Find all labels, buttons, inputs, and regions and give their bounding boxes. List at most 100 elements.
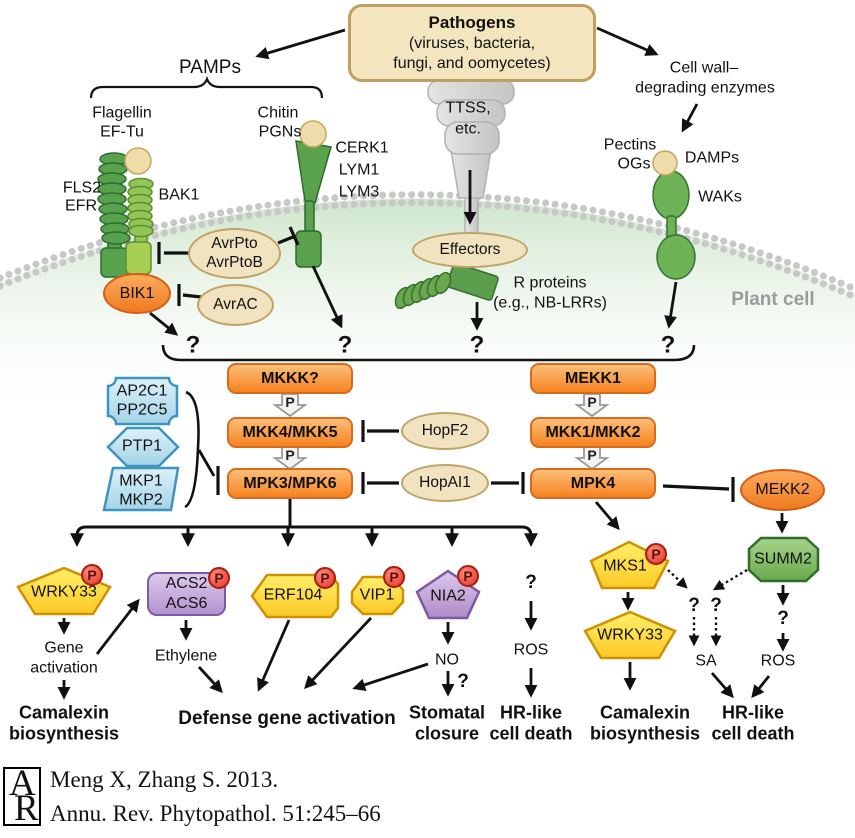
no-label: NO: [435, 651, 459, 669]
lym3-label: LYM3: [338, 183, 380, 201]
nia2-label: NIA2: [430, 587, 466, 605]
no-question: ?: [457, 671, 469, 693]
braces: [89, 75, 696, 362]
pamps-brace: [89, 75, 324, 99]
mkk1-mkk2-box: MKK1/MKK2: [530, 417, 656, 448]
mks1-label: MKS1: [603, 557, 647, 575]
chitin-label: Chitin: [257, 104, 299, 122]
pathogens-sub1: (viruses, bacteria,: [408, 34, 536, 52]
inhibition-lines: [157, 226, 735, 509]
question-2: ?: [337, 331, 353, 359]
camalexin-right-2: biosynthesis: [589, 723, 701, 744]
ap2c1-label: AP2C1: [116, 382, 168, 400]
dotted-arrows: [667, 568, 748, 647]
bak1-label: BAK1: [158, 186, 200, 204]
ogs-label: OGs: [617, 155, 651, 173]
summ2-shape: [747, 536, 820, 583]
r-protein: [394, 262, 499, 310]
mpk3-mpk6-box: MPK3/MPK6: [227, 468, 353, 499]
phospho-p-left2: P: [285, 447, 295, 463]
lym1-label: LYM1: [338, 161, 380, 179]
ptp1-label: PTP1: [121, 437, 163, 455]
phospho-p-right2: P: [587, 447, 597, 463]
bik1-node: BIK1: [103, 273, 171, 314]
avrpto-avrptob-oval: AvrPto AvrPtoB: [188, 228, 281, 279]
pamps-label: PAMPs: [179, 57, 241, 79]
nia2-p-badge: P: [457, 565, 479, 587]
mkk4-mkk5-box: MKK4/MKK5: [227, 417, 353, 448]
pgns-label: PGNs: [258, 123, 302, 141]
pectins-label: Pectins: [603, 136, 657, 154]
rproteins-label1: R proteins: [513, 274, 587, 292]
hr-left-1: HR-like: [499, 702, 563, 723]
ros-right-label: ROS: [760, 652, 796, 670]
avrac-oval: AvrAC: [197, 284, 274, 326]
camalexin-right-1: Camalexin: [599, 702, 691, 723]
mekk2-node: MEKK2: [740, 469, 825, 511]
camalexin-left-1: Camalexin: [18, 702, 110, 723]
hr-right-2: cell death: [711, 723, 795, 744]
flagellin-ligand-ball: [124, 147, 152, 175]
mkp1-label: MKP1: [119, 472, 163, 490]
chitin-ligand-ball: [299, 120, 327, 148]
pp2c5-label: PP2C5: [116, 401, 168, 419]
fls2-efr-receptor: [97, 152, 131, 278]
gene-label: Gene: [44, 639, 84, 657]
stomatal-label: Stomatal: [408, 702, 486, 723]
logo-letter-r: R: [14, 788, 39, 829]
citation-line1: Meng X, Zhang S. 2013.: [50, 767, 279, 792]
activation-label: activation: [30, 659, 98, 677]
cellwall-label2: degrading enzymes: [635, 79, 775, 97]
arrows: [57, 26, 790, 700]
acs-p-badge: P: [208, 567, 230, 589]
signal-convergence-bracket: [161, 344, 696, 362]
ptp1-shape: [106, 426, 180, 468]
bak1-receptor: [125, 177, 154, 275]
erf104-label: ERF104: [263, 586, 323, 604]
waks-label: WAKs: [698, 188, 742, 206]
wrky33b-label: WRKY33: [597, 626, 663, 644]
syringe-needle: [464, 195, 479, 235]
cerk1-receptor: [295, 140, 332, 268]
phosphatase-shapes: [102, 376, 180, 512]
sa-question-1: ?: [688, 595, 700, 617]
ap2c1-pp2c5-shape: [106, 376, 179, 426]
acs6-label: ACS6: [165, 595, 208, 612]
ros-left-label: ROS: [513, 641, 549, 659]
cerk1-label: CERK1: [335, 139, 389, 157]
hopai1-oval: HopAI1: [401, 464, 489, 502]
ttss-label1: TTSS,: [445, 99, 491, 117]
closure-label: closure: [414, 723, 480, 744]
question-3: ?: [469, 331, 485, 359]
avrpto-label: AvrPto: [211, 234, 258, 252]
damps-label: DAMPs: [684, 149, 740, 167]
erf104-p-badge: P: [314, 567, 336, 589]
question-4: ?: [660, 331, 676, 359]
vip1-p-badge: P: [383, 566, 405, 588]
hr-left-2: cell death: [489, 723, 573, 744]
pathogens-box: Pathogens (viruses, bacteria, fungi, and…: [348, 4, 596, 82]
annual-reviews-logo: A R: [3, 765, 41, 829]
cellwall-label1: Cell wall–: [669, 59, 739, 77]
plant-cell-label: Plant cell: [731, 289, 815, 311]
og-ligand-ball: [652, 150, 678, 176]
flagellin-label: Flagellin: [92, 104, 152, 122]
rproteins-label2: (e.g., NB-LRRs): [493, 294, 607, 312]
wrky33-label: WRKY33: [31, 583, 97, 601]
citation-line2: Annu. Rev. Phytopathol. 51:245–66: [50, 801, 381, 826]
camalexin-left-2: biosynthesis: [8, 723, 120, 744]
hr-right-1: HR-like: [721, 702, 785, 723]
defense-label: Defense gene activation: [178, 708, 396, 730]
efr-label: EFR: [65, 197, 97, 215]
eftu-label: EF-Tu: [100, 123, 144, 141]
ethylene-label: Ethylene: [154, 647, 218, 665]
mkp1-mkp2-shape: [102, 466, 180, 512]
mkp2-label: MKP2: [119, 491, 163, 509]
phospho-p-left1: P: [285, 394, 295, 410]
wrky33b-shape: [583, 610, 677, 660]
wak-receptor: [652, 170, 696, 280]
mpk4-box: MPK4: [530, 468, 656, 499]
pathogens-sub2: fungi, and oomycetes): [393, 54, 551, 72]
summ2-question: ?: [777, 608, 789, 630]
